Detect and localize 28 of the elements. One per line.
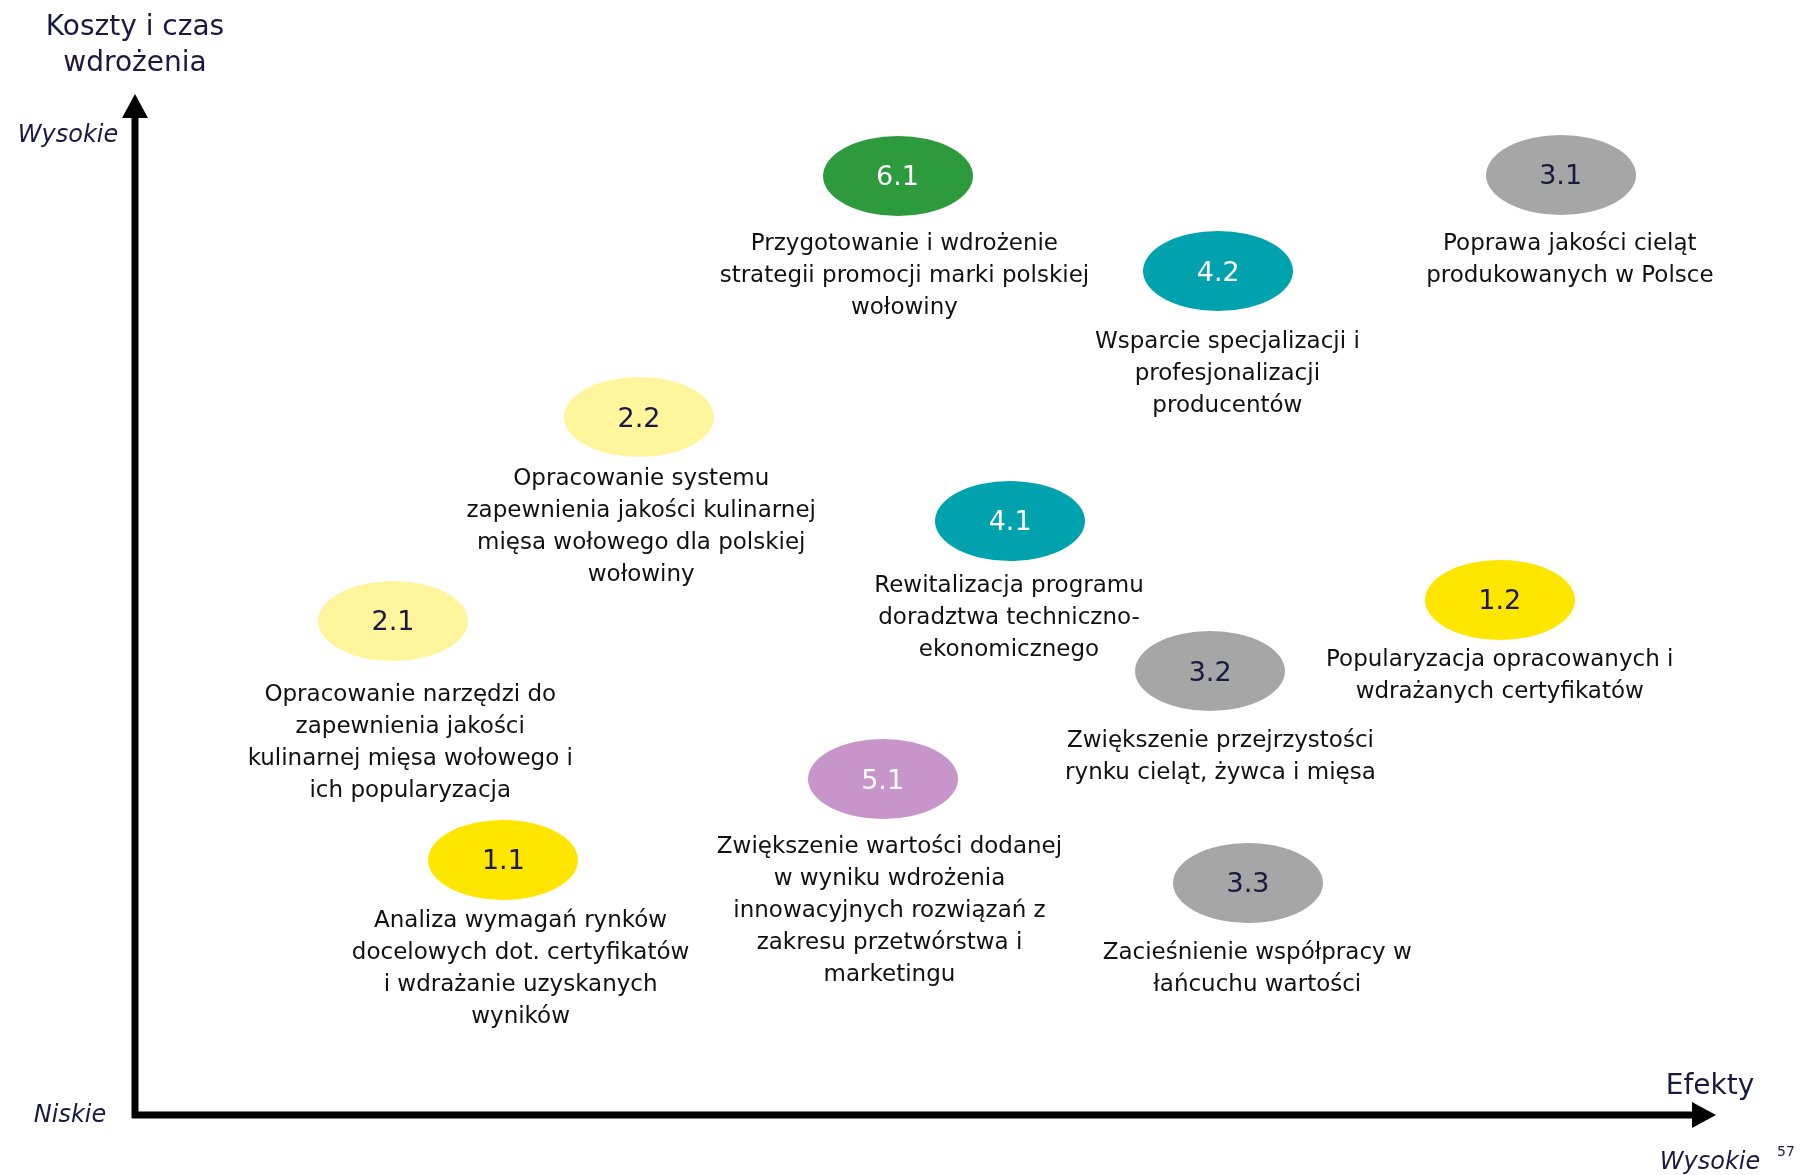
marker-number: 5.1	[861, 763, 905, 795]
description-text: Opracowanie systemu zapewnienia jakości kulinarnej mięsa wołowego dla polskiej wołowiny	[465, 462, 817, 588]
marker-number: 1.2	[1478, 584, 1522, 616]
description-text: Wsparcie specjalizacji i profesjonalizacji producentów	[1093, 326, 1361, 420]
marker-number: 4.1	[988, 505, 1032, 537]
description-text: Rewitalizacja programu doradztwa techniczno-ekonomicznego	[873, 569, 1145, 663]
marker-number: 1.1	[481, 844, 525, 876]
marker-number: 3.3	[1226, 867, 1270, 899]
marker-number: 4.2	[1196, 255, 1240, 287]
axis-label: Koszty i czas wdrożenia	[44, 8, 226, 80]
axis-label: Efekty	[1664, 1067, 1756, 1103]
marker-number: 3.2	[1188, 655, 1232, 687]
page-number: 57	[1776, 1142, 1796, 1161]
description-text: Zacieśnienie współpracy w łańcuchu wartości	[1101, 937, 1413, 999]
description-text: Przygotowanie i wdrożenie strategii promocji marki polskiej wołowiny	[718, 228, 1091, 322]
marker-number: 6.1	[876, 160, 919, 192]
marker-number: 3.1	[1539, 159, 1583, 191]
description-text: Poprawa jakości cieląt produkowanych w Polsce	[1425, 228, 1715, 290]
description-text: Opracowanie narzędzi do zapewnienia jakości kulinarnej mięsa wołowego i ich popularyzacja	[246, 678, 574, 804]
axis-label: Niskie	[32, 1099, 108, 1130]
axis-label: Wysokie	[1658, 1146, 1762, 1175]
marker-number: 2.1	[371, 605, 415, 637]
description-text: Popularyzacja opracowanych i wdrażanych certyfikatów	[1325, 644, 1675, 706]
description-text: Analiza wymagań rynków docelowych dot. certyfikatów i wdrażanie uzyskanych wyników	[350, 905, 691, 1031]
description-text: Zwiększenie przejrzystości rynku cieląt, żywca i mięsa	[1064, 724, 1377, 786]
marker-number: 2.2	[617, 401, 661, 433]
description-text: Zwiększenie wartości dodanej w wyniku wdrożenia innowacyjnych rozwiązań z zakresu przetwórstwa i marketingu	[715, 830, 1064, 988]
axis-label: Wysokie	[16, 119, 120, 150]
